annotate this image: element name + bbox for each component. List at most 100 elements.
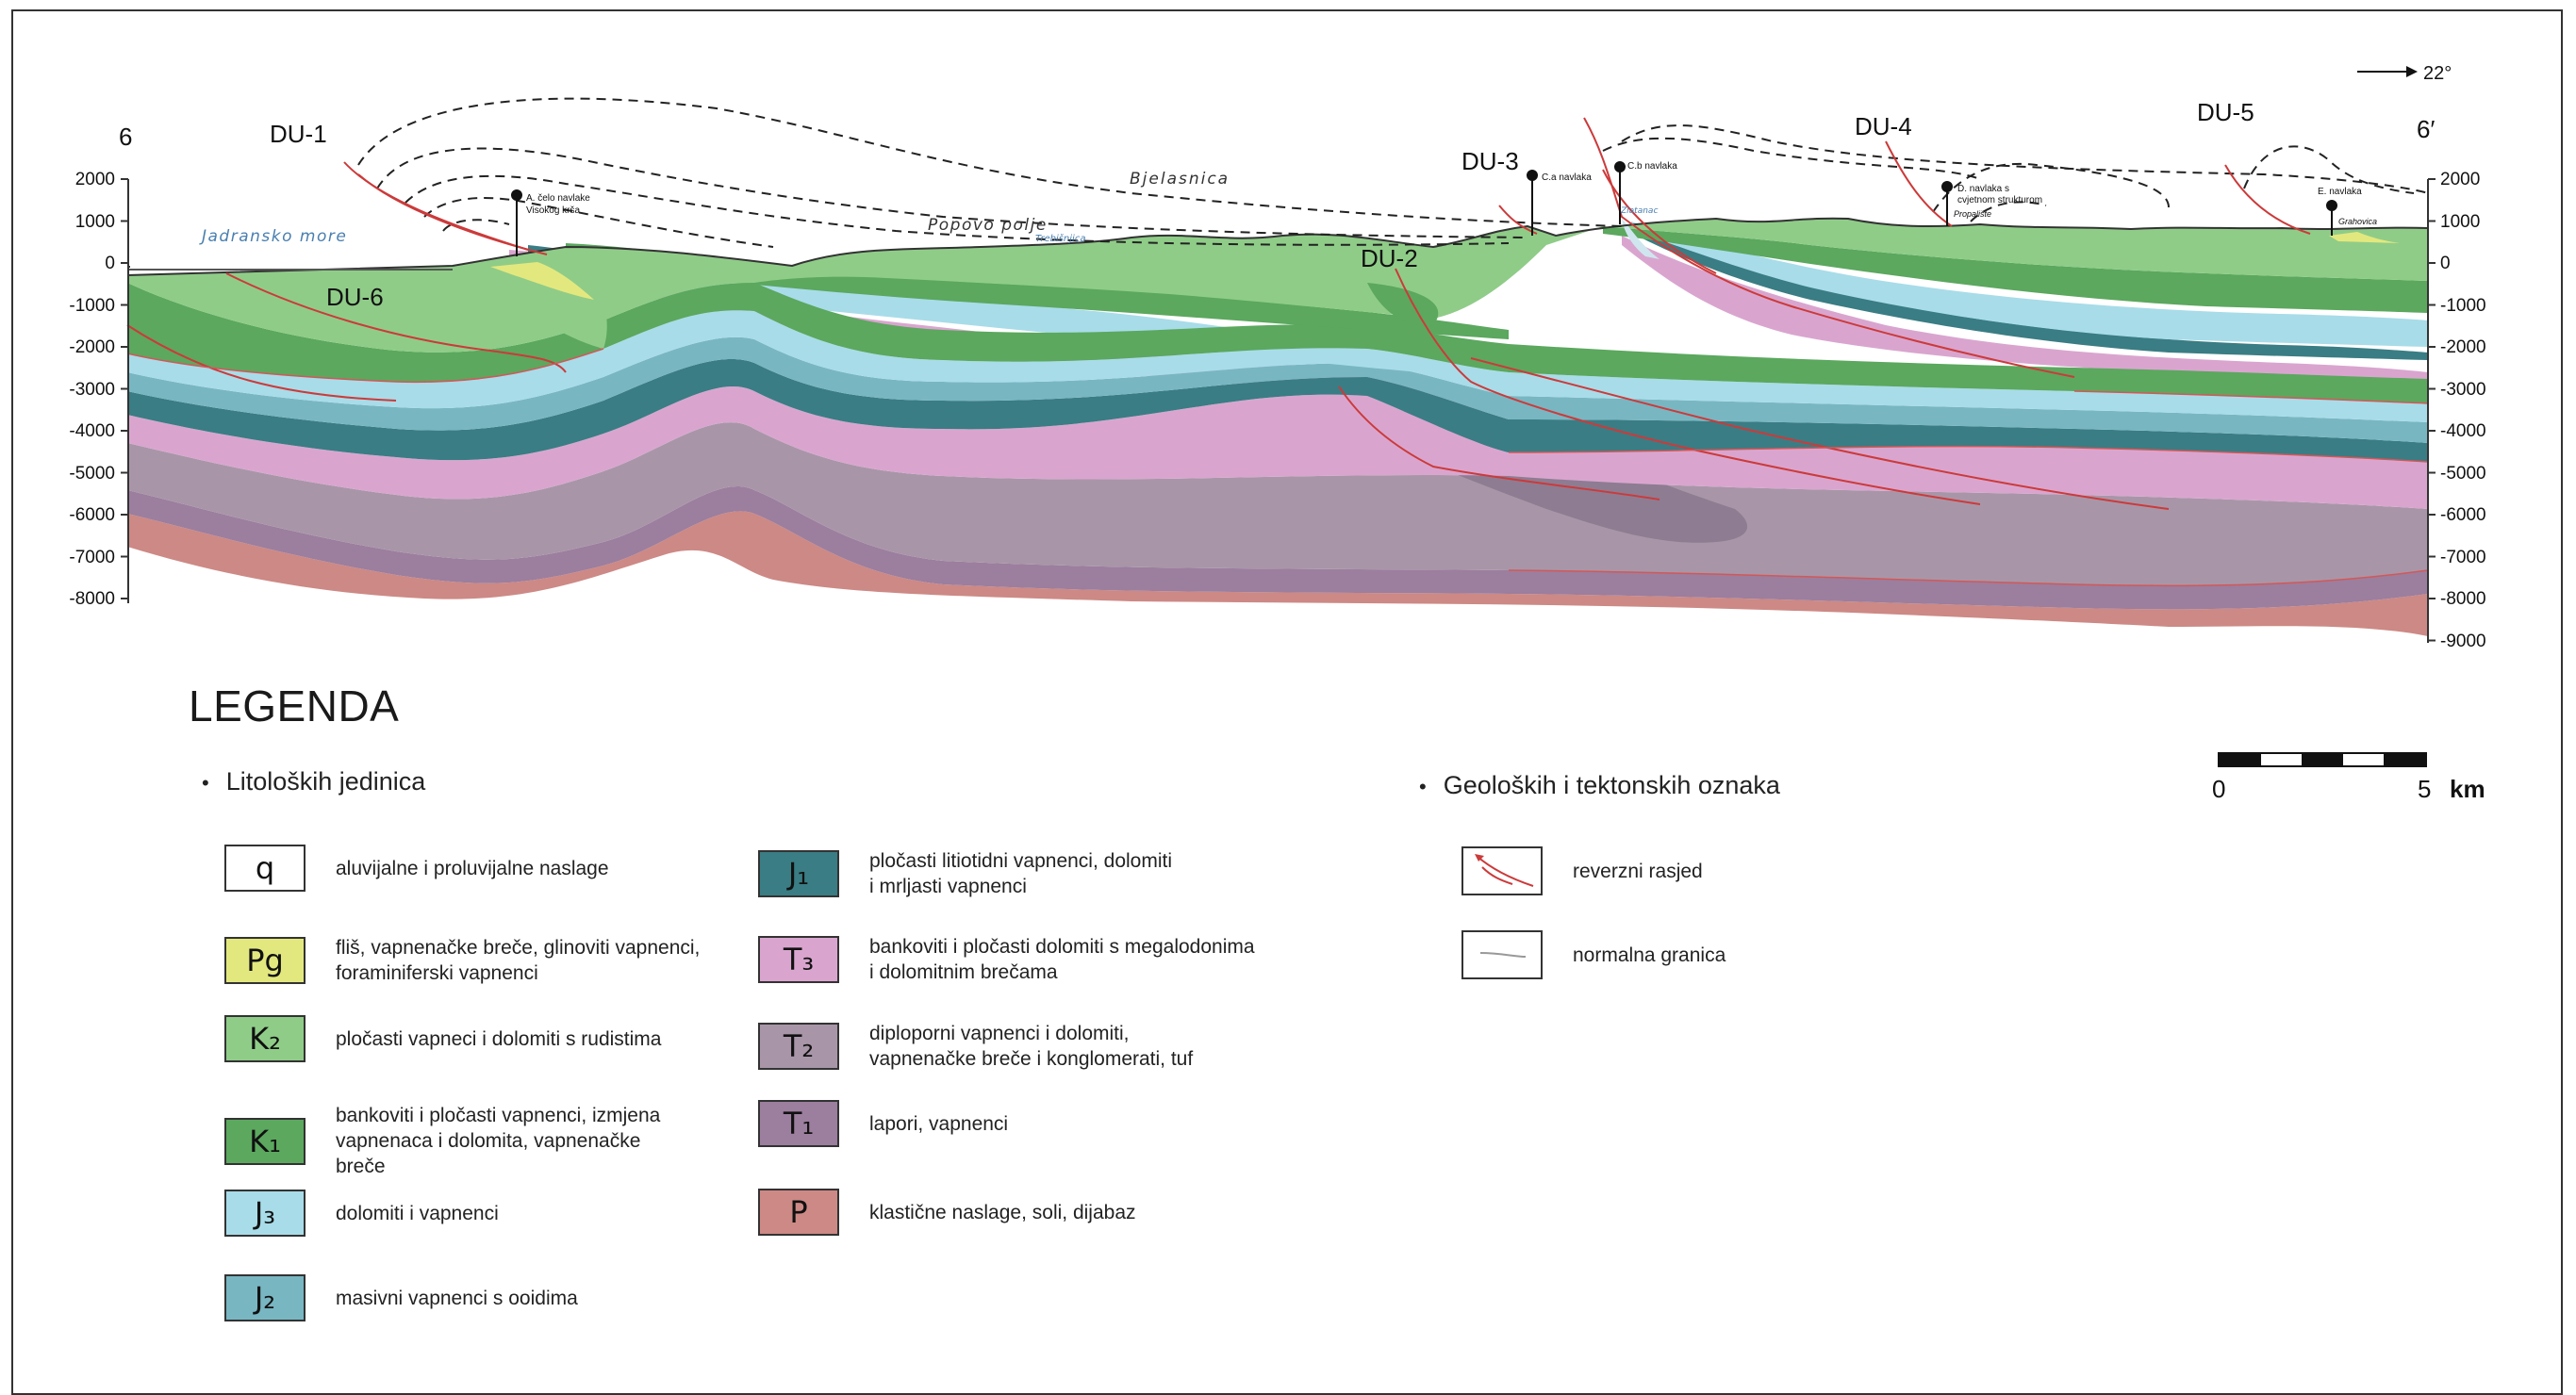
layer-j2 — [127, 336, 2428, 443]
sea-label: Jadransko more — [199, 227, 347, 246]
legend-swatch: P — [758, 1189, 839, 1236]
legend-item-j1: J₁ pločasti litiotidni vapnenci, dolomit… — [758, 848, 1265, 899]
legend-text: pločasti vapneci i dolomiti s rudistima — [336, 1027, 662, 1050]
axis-right-tick: 2000 — [2440, 170, 2480, 189]
axis-right-tick: -1000 — [2440, 296, 2486, 316]
units-group-title: Litoloških jedinica — [202, 767, 426, 796]
axis-left-tick: 1000 — [75, 212, 115, 232]
legend-swatch: K₂ — [224, 1015, 305, 1062]
legend-swatch: K₁ — [224, 1117, 305, 1165]
legend-text: klastične naslage, soli, dijabaz — [869, 1201, 1136, 1223]
axis-left-tick: -4000 — [69, 421, 115, 441]
profile-label: DU-1 — [270, 120, 327, 148]
layer-k2 — [127, 218, 2428, 353]
symbols-group-title: Geoloških i tektonskih oznaka — [1419, 771, 1780, 800]
layer-pg — [490, 232, 2400, 300]
legend-text: dolomiti i vapnenci — [336, 1202, 499, 1224]
nappe-a-label: A. čelo navlake — [526, 193, 590, 204]
profile-label: DU-4 — [1855, 112, 1912, 140]
legend-swatch: q — [224, 845, 305, 892]
geological-cross-section: 2000 1000 0 -1000 -2000 -3000 -4000 -500… — [69, 63, 2486, 651]
axis-right-tick: -8000 — [2440, 589, 2486, 609]
nappe-e-label: E. navlaka — [2318, 187, 2362, 197]
nappe-cb-label: C.b navlaka — [1627, 161, 1677, 172]
axis-right-tick: -9000 — [2440, 632, 2486, 651]
nappe-a-label-2: Visokog krša — [526, 205, 581, 216]
section-start-label: 6 — [119, 123, 132, 151]
axis-left-tick: -7000 — [69, 548, 115, 567]
legend-item-k1: K₁ bankoviti i pločasti vapnenci, izmjen… — [224, 1103, 732, 1179]
layer-p — [127, 511, 2428, 636]
profile-label: DU-5 — [2197, 98, 2254, 126]
legend-text: bankoviti i pločasti vapnenci, izmjena v… — [336, 1105, 661, 1177]
axis-right-tick: -7000 — [2440, 548, 2486, 567]
legend-title: LEGENDA — [189, 681, 400, 730]
mountain-label: Bjelasnica — [1130, 170, 1230, 189]
axis-right-tick: -5000 — [2440, 464, 2486, 484]
legend-text: diploporni vapnenci i dolomiti, vapnenač… — [869, 1023, 1194, 1070]
legend-swatch: J₂ — [224, 1274, 305, 1321]
nappe-d-label-2: cvjetnom strukturom — [1957, 195, 2042, 205]
legend-swatch: J₃ — [224, 1190, 305, 1237]
legend-text: pločasti litiotidni vapnenci, dolomiti i… — [869, 850, 1172, 897]
legend-item-pg: Pg fliš, vapnenačke breče, glinoviti vap… — [224, 935, 732, 986]
reverse-fault-icon — [1461, 846, 1543, 895]
layer-j3 — [127, 222, 2428, 422]
axis-right-tick: 1000 — [2440, 212, 2480, 232]
orientation-arrow-icon — [2357, 66, 2418, 77]
legend-item-p: P klastične naslage, soli, dijabaz — [758, 1189, 1265, 1236]
legend-item-j2: J₂ masivni vapnenci s ooidima — [224, 1274, 732, 1321]
scale-start: 0 — [2212, 775, 2226, 803]
legend-item-q: q aluvijalne i proluvijalne naslage — [224, 845, 732, 892]
axis-right-tick: -2000 — [2440, 337, 2486, 357]
propaliste-label: Propalište — [1954, 209, 1991, 219]
axis-left-tick: -2000 — [69, 337, 115, 357]
normal-boundary-icon — [1461, 930, 1543, 979]
legend-item-reverse-fault: reverzni rasjed — [1461, 846, 1969, 895]
axis-left-tick: -1000 — [69, 296, 115, 316]
axis-right-tick: 0 — [2440, 254, 2451, 273]
layer-k1 — [127, 226, 2428, 403]
axis-left-tick: 2000 — [75, 170, 115, 189]
axis-left-tick: -3000 — [69, 380, 115, 400]
axis-left-tick: 0 — [105, 254, 115, 273]
orientation-label: 22° — [2423, 63, 2452, 84]
legend-swatch: J₁ — [758, 850, 839, 897]
layer-q — [1622, 219, 1660, 259]
legend-swatch: T₁ — [758, 1100, 839, 1147]
polje-label: Popovo polje — [928, 216, 1048, 235]
nappe-d-label: D. navlaka s — [1957, 184, 2009, 194]
legend-text: reverzni rasjed — [1573, 860, 1703, 882]
legend-item-k2: K₂ pločasti vapneci i dolomiti s rudisti… — [224, 1015, 732, 1062]
section-end-label: 6′ — [2417, 115, 2435, 143]
axis-left-tick: -6000 — [69, 505, 115, 525]
axis-left-tick: -8000 — [69, 589, 115, 609]
legend-text: fliš, vapnenačke breče, glinoviti vapnen… — [336, 937, 701, 984]
scale-bar: 0 5 km — [2212, 752, 2485, 803]
scale-end: 5 — [2418, 775, 2432, 803]
legend-text: bankoviti i pločasti dolomiti s megalodo… — [869, 936, 1255, 983]
nappe-ca-label: C.a navlaka — [1542, 172, 1592, 183]
legend-item-j3: J₃ dolomiti i vapnenci — [224, 1190, 732, 1237]
grahovica-label: Grahovica — [2338, 217, 2377, 226]
axis-right-tick: -4000 — [2440, 421, 2486, 441]
profile-label: DU-2 — [1361, 244, 1418, 272]
river-label: Trebišnjica — [1035, 233, 1085, 244]
legend-swatch: T₂ — [758, 1023, 839, 1070]
axis-right-tick: -6000 — [2440, 505, 2486, 525]
scale-bar-segments — [2218, 752, 2427, 767]
profile-label: DU-3 — [1461, 147, 1519, 175]
zlatanac-label: Zlatanac — [1620, 206, 1658, 216]
scale-unit: km — [2450, 775, 2485, 803]
legend-text: aluvijalne i proluvijalne naslage — [336, 857, 609, 879]
legend-swatch: T₃ — [758, 936, 839, 983]
legend-item-normal-boundary: normalna granica — [1461, 930, 1969, 979]
legend-item-t2: T₂ diploporni vapnenci i dolomiti, vapne… — [758, 1021, 1265, 1072]
legend-text: masivni vapnenci s ooidima — [336, 1287, 578, 1309]
axis-left-tick: -5000 — [69, 464, 115, 484]
legend-text: normalna granica — [1573, 944, 1726, 966]
axis-right-tick: -3000 — [2440, 380, 2486, 400]
profile-label: DU-6 — [326, 283, 384, 311]
legend-item-t3: T₃ bankoviti i pločasti dolomiti s megal… — [758, 934, 1265, 985]
legend-text: lapori, vapnenci — [869, 1112, 1009, 1135]
